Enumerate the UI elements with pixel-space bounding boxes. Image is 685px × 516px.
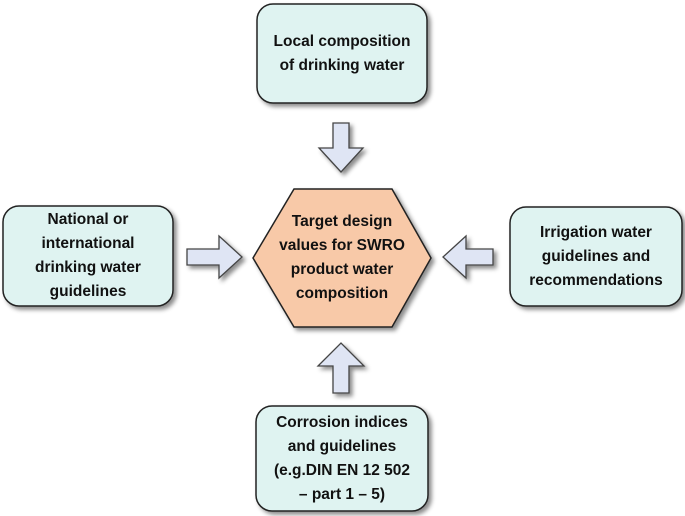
arrow-down-icon bbox=[317, 122, 365, 173]
arrow-left-icon bbox=[442, 234, 494, 280]
top-box bbox=[256, 3, 428, 104]
arrow-right-icon bbox=[186, 234, 243, 280]
left-box bbox=[2, 205, 174, 307]
arrow-up-icon bbox=[316, 342, 366, 394]
right-box bbox=[509, 206, 683, 307]
bottom-box bbox=[255, 405, 429, 512]
center-hexagon bbox=[252, 188, 432, 328]
